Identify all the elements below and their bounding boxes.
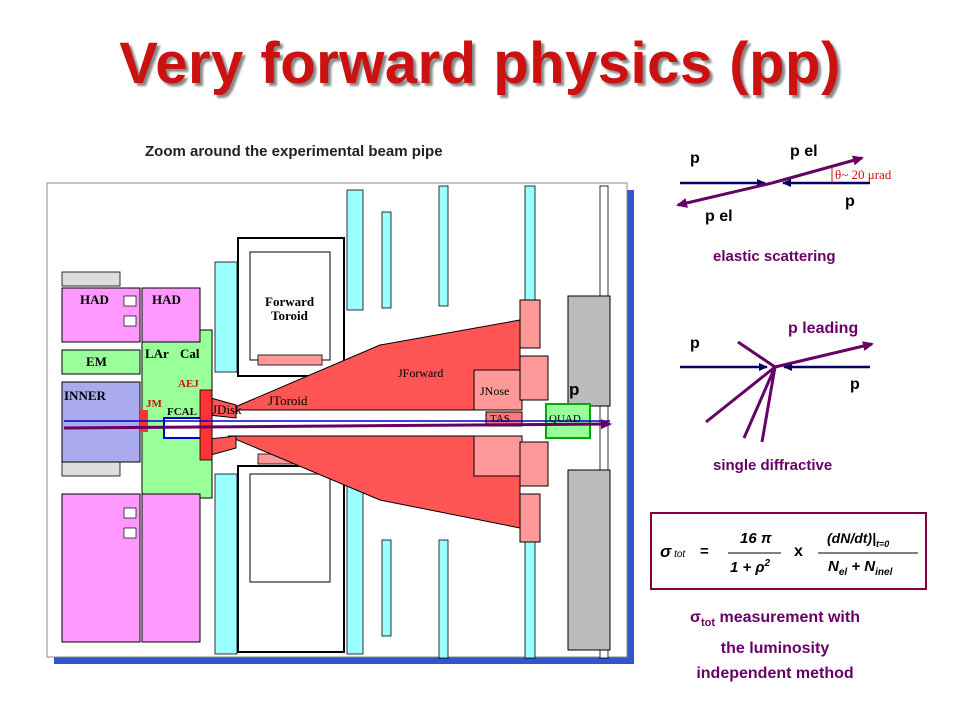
measurement-caption: σtot measurement with the luminosity ind… <box>645 605 905 686</box>
elastic-p-el-bottom: p el <box>705 208 733 225</box>
label-aej: AEJ <box>178 378 199 390</box>
label-had-1: HAD <box>80 292 109 307</box>
diffractive-caption: single diffractive <box>713 457 833 474</box>
elastic-p-right: p <box>845 193 855 210</box>
label-lar: LAr <box>145 346 169 361</box>
detector-subtitle: Zoom around the experimental beam pipe <box>145 143 443 160</box>
single-diffractive-sketch <box>680 340 874 443</box>
formula-equals: = <box>700 543 709 560</box>
measurement-line-3: independent method <box>696 665 854 683</box>
forward-shielding <box>199 299 549 543</box>
formula-box <box>650 512 927 590</box>
toroid-structure <box>237 237 345 653</box>
label-had-2: HAD <box>152 292 181 307</box>
label-jforward: JForward <box>398 366 444 380</box>
label-cal: Cal <box>180 346 200 361</box>
proton-track <box>63 419 612 430</box>
label-fcal: FCAL <box>167 406 197 418</box>
label-jnose: JNose <box>480 384 510 398</box>
elastic-scattering-sketch <box>676 155 870 208</box>
diffractive-p-left: p <box>690 335 700 352</box>
label-toroid: Toroid <box>271 308 308 323</box>
label-jm: JM <box>146 398 162 410</box>
diffractive-p-leading: p leading <box>788 320 859 337</box>
label-jdisk: JDisk <box>212 402 242 417</box>
diffractive-p-right: p <box>850 376 860 393</box>
label-quad: QUAD <box>549 413 581 425</box>
label-forward: Forward <box>265 294 315 309</box>
formula-num1: 16 π <box>740 530 772 547</box>
formula-num2: (dN/dt)|t=0 <box>827 530 890 549</box>
formula-den1: 1 + ρ2 <box>730 558 771 576</box>
label-jtoroid: JToroid <box>268 393 308 408</box>
elastic-p-el-top: p el <box>790 143 818 160</box>
calorimeters <box>61 287 213 643</box>
quad-lower-block <box>567 469 611 651</box>
label-em: EM <box>86 354 107 369</box>
measurement-line-2: the luminosity <box>720 640 830 658</box>
label-beam-p: p <box>569 380 580 399</box>
slide-title: Very forward physics (pp) <box>119 31 841 96</box>
formula-times: x <box>794 543 803 560</box>
measurement-line-1: σtot measurement with <box>690 609 860 630</box>
label-tas: TAS <box>490 413 510 425</box>
label-inner: INNER <box>64 388 106 403</box>
elastic-theta: θ~ 20 μrad <box>835 167 892 182</box>
elastic-p-left: p <box>690 150 700 167</box>
elastic-caption: elastic scattering <box>713 248 836 265</box>
formula-den2: Nel + Ninel <box>828 558 893 578</box>
formula-sigma: σ tot <box>660 542 686 561</box>
